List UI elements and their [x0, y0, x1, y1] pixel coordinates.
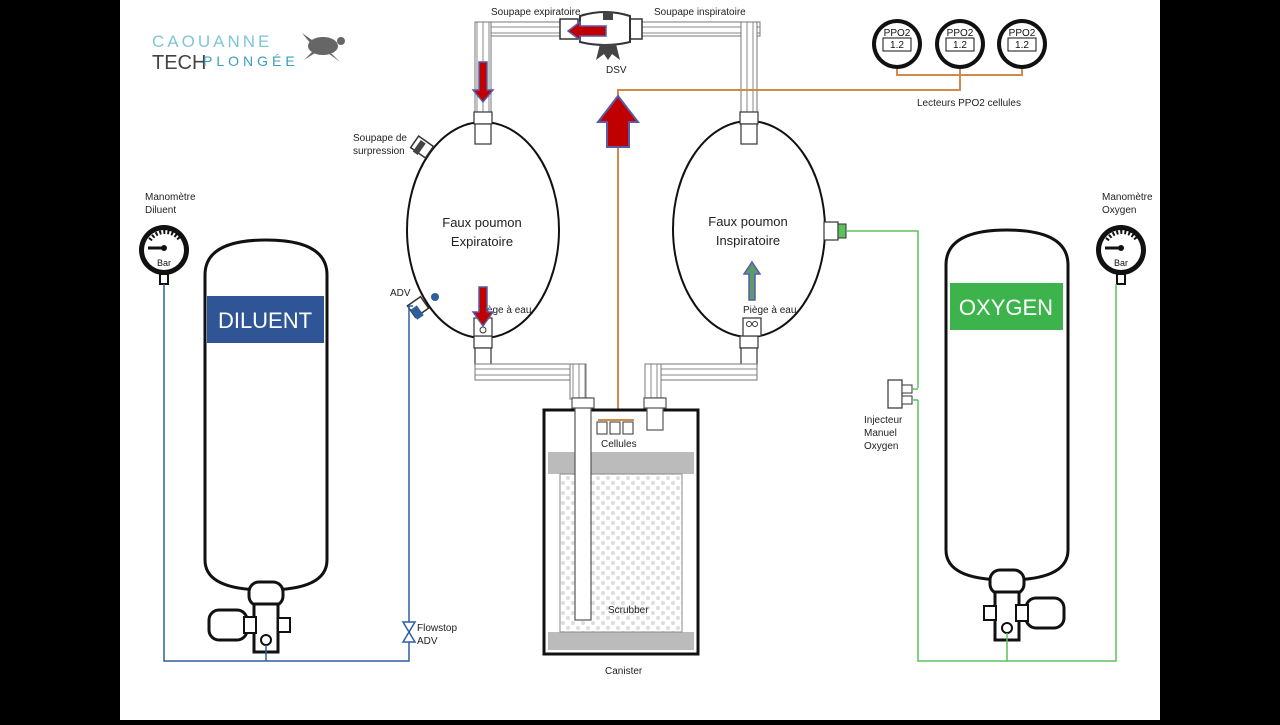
oxygen-tank: OXYGEN: [944, 228, 1070, 642]
label-soupape-surpression-2: surpression: [353, 146, 405, 157]
ppo2-reader-2-label: PPO2: [947, 28, 974, 39]
label-soupape-inspiratoire: Soupape inspiratoire: [654, 7, 746, 18]
gauge-oxygen-icon: Bar: [1096, 225, 1146, 285]
label-scrubber: Scrubber: [608, 605, 649, 616]
label-manometre-oxygen-1: Manomètre: [1102, 192, 1153, 203]
diluent-label-band: [207, 296, 324, 343]
manual-oxygen-injector-icon: [887, 379, 918, 409]
arrow-down-red-icon: [471, 61, 495, 104]
label-manometre-diluent-1: Manomètre: [145, 192, 196, 203]
lower-hoses: [474, 363, 758, 400]
diluent-valve-icon: [207, 580, 291, 654]
diluent-lines: [163, 284, 413, 662]
overpressure-valve: [409, 135, 435, 159]
label-injecteur-2: Manuel: [864, 428, 897, 439]
ppo2-reader-2: PPO2 1.2: [935, 19, 985, 69]
ppo2-reader-3-value: 1.2: [1015, 40, 1029, 51]
label-lecteurs-ppo2: Lecteurs PPO2 cellules: [917, 98, 1021, 109]
label-injecteur-3: Oxygen: [864, 441, 898, 452]
label-soupape-surpression-1: Soupape de: [353, 133, 407, 144]
sensor-wiring: [617, 69, 1023, 420]
label-faux-poumon-exp-2: Expiratoire: [451, 234, 513, 249]
logo-caouanne: CAOUANNE: [152, 32, 272, 51]
label-faux-poumon-insp-2: Inspiratoire: [716, 233, 780, 248]
label-canister: Canister: [605, 666, 643, 677]
arrow-left-red-icon: [566, 20, 607, 42]
oxygen-lines: [846, 230, 1117, 662]
logo-tech: TECH: [152, 52, 206, 74]
label-manometre-oxygen-2: Oxygen: [1102, 205, 1136, 216]
arrow-up-green-lung-icon: [742, 260, 762, 301]
ppo2-reader-2-value: 1.2: [953, 40, 967, 51]
label-faux-poumon-insp-1: Faux poumon: [708, 214, 788, 229]
label-piege-eau-right: Piège à eau: [743, 305, 796, 316]
ppo2-reader-3: PPO2 1.2: [997, 19, 1047, 69]
ppo2-readers: PPO2 1.2 PPO2 1.2 PPO2 1.2: [872, 19, 1047, 69]
lung-fittings: [473, 111, 759, 367]
ppo2-reader-1-value: 1.2: [890, 40, 904, 51]
ppo2-reader-1: PPO2 1.2: [872, 19, 922, 69]
logo: CAOUANNE TECH PLONGÉE: [152, 32, 345, 74]
gauge-diluent-icon: Bar: [139, 225, 189, 285]
flowstop-valve-icon: [401, 621, 417, 643]
ppo2-reader-3-label: PPO2: [1009, 28, 1036, 39]
oxygen-inlet: [823, 221, 847, 241]
adv-valve: [406, 293, 439, 320]
label-flowstop-1: Flowstop: [417, 623, 457, 634]
oxygen-cells-icon: [596, 419, 634, 435]
oxygen-valve-icon: [983, 568, 1066, 642]
diluent-label: DILUENT: [218, 308, 312, 333]
label-cellules: Cellules: [601, 439, 637, 450]
water-trap-right: [742, 317, 762, 337]
label-soupape-expiratoire: Soupape expiratoire: [491, 7, 581, 18]
label-adv: ADV: [390, 288, 411, 299]
logo-plongee: PLONGÉE: [203, 53, 299, 69]
label-manometre-diluent-2: Diluent: [145, 205, 176, 216]
label-faux-poumon-exp-1: Faux poumon: [442, 215, 522, 230]
oxygen-label-band: [950, 283, 1063, 330]
oxygen-label: OXYGEN: [959, 295, 1053, 320]
label-dsv: DSV: [606, 65, 627, 76]
diluent-tank: DILUENT: [203, 238, 329, 654]
turtle-icon: [302, 33, 345, 62]
arrow-up-red-big-icon: [595, 94, 641, 148]
arrow-down-red-lung-icon: [471, 286, 495, 328]
gauge-diluent-unit: Bar: [157, 258, 171, 268]
label-flowstop-2: ADV: [417, 636, 438, 647]
label-piege-eau-left: Piège à eau: [478, 305, 531, 316]
ppo2-reader-1-label: PPO2: [884, 28, 911, 39]
gauge-oxygen-unit: Bar: [1114, 258, 1128, 268]
label-injecteur-1: Injecteur: [864, 415, 903, 426]
canister: [542, 397, 700, 656]
